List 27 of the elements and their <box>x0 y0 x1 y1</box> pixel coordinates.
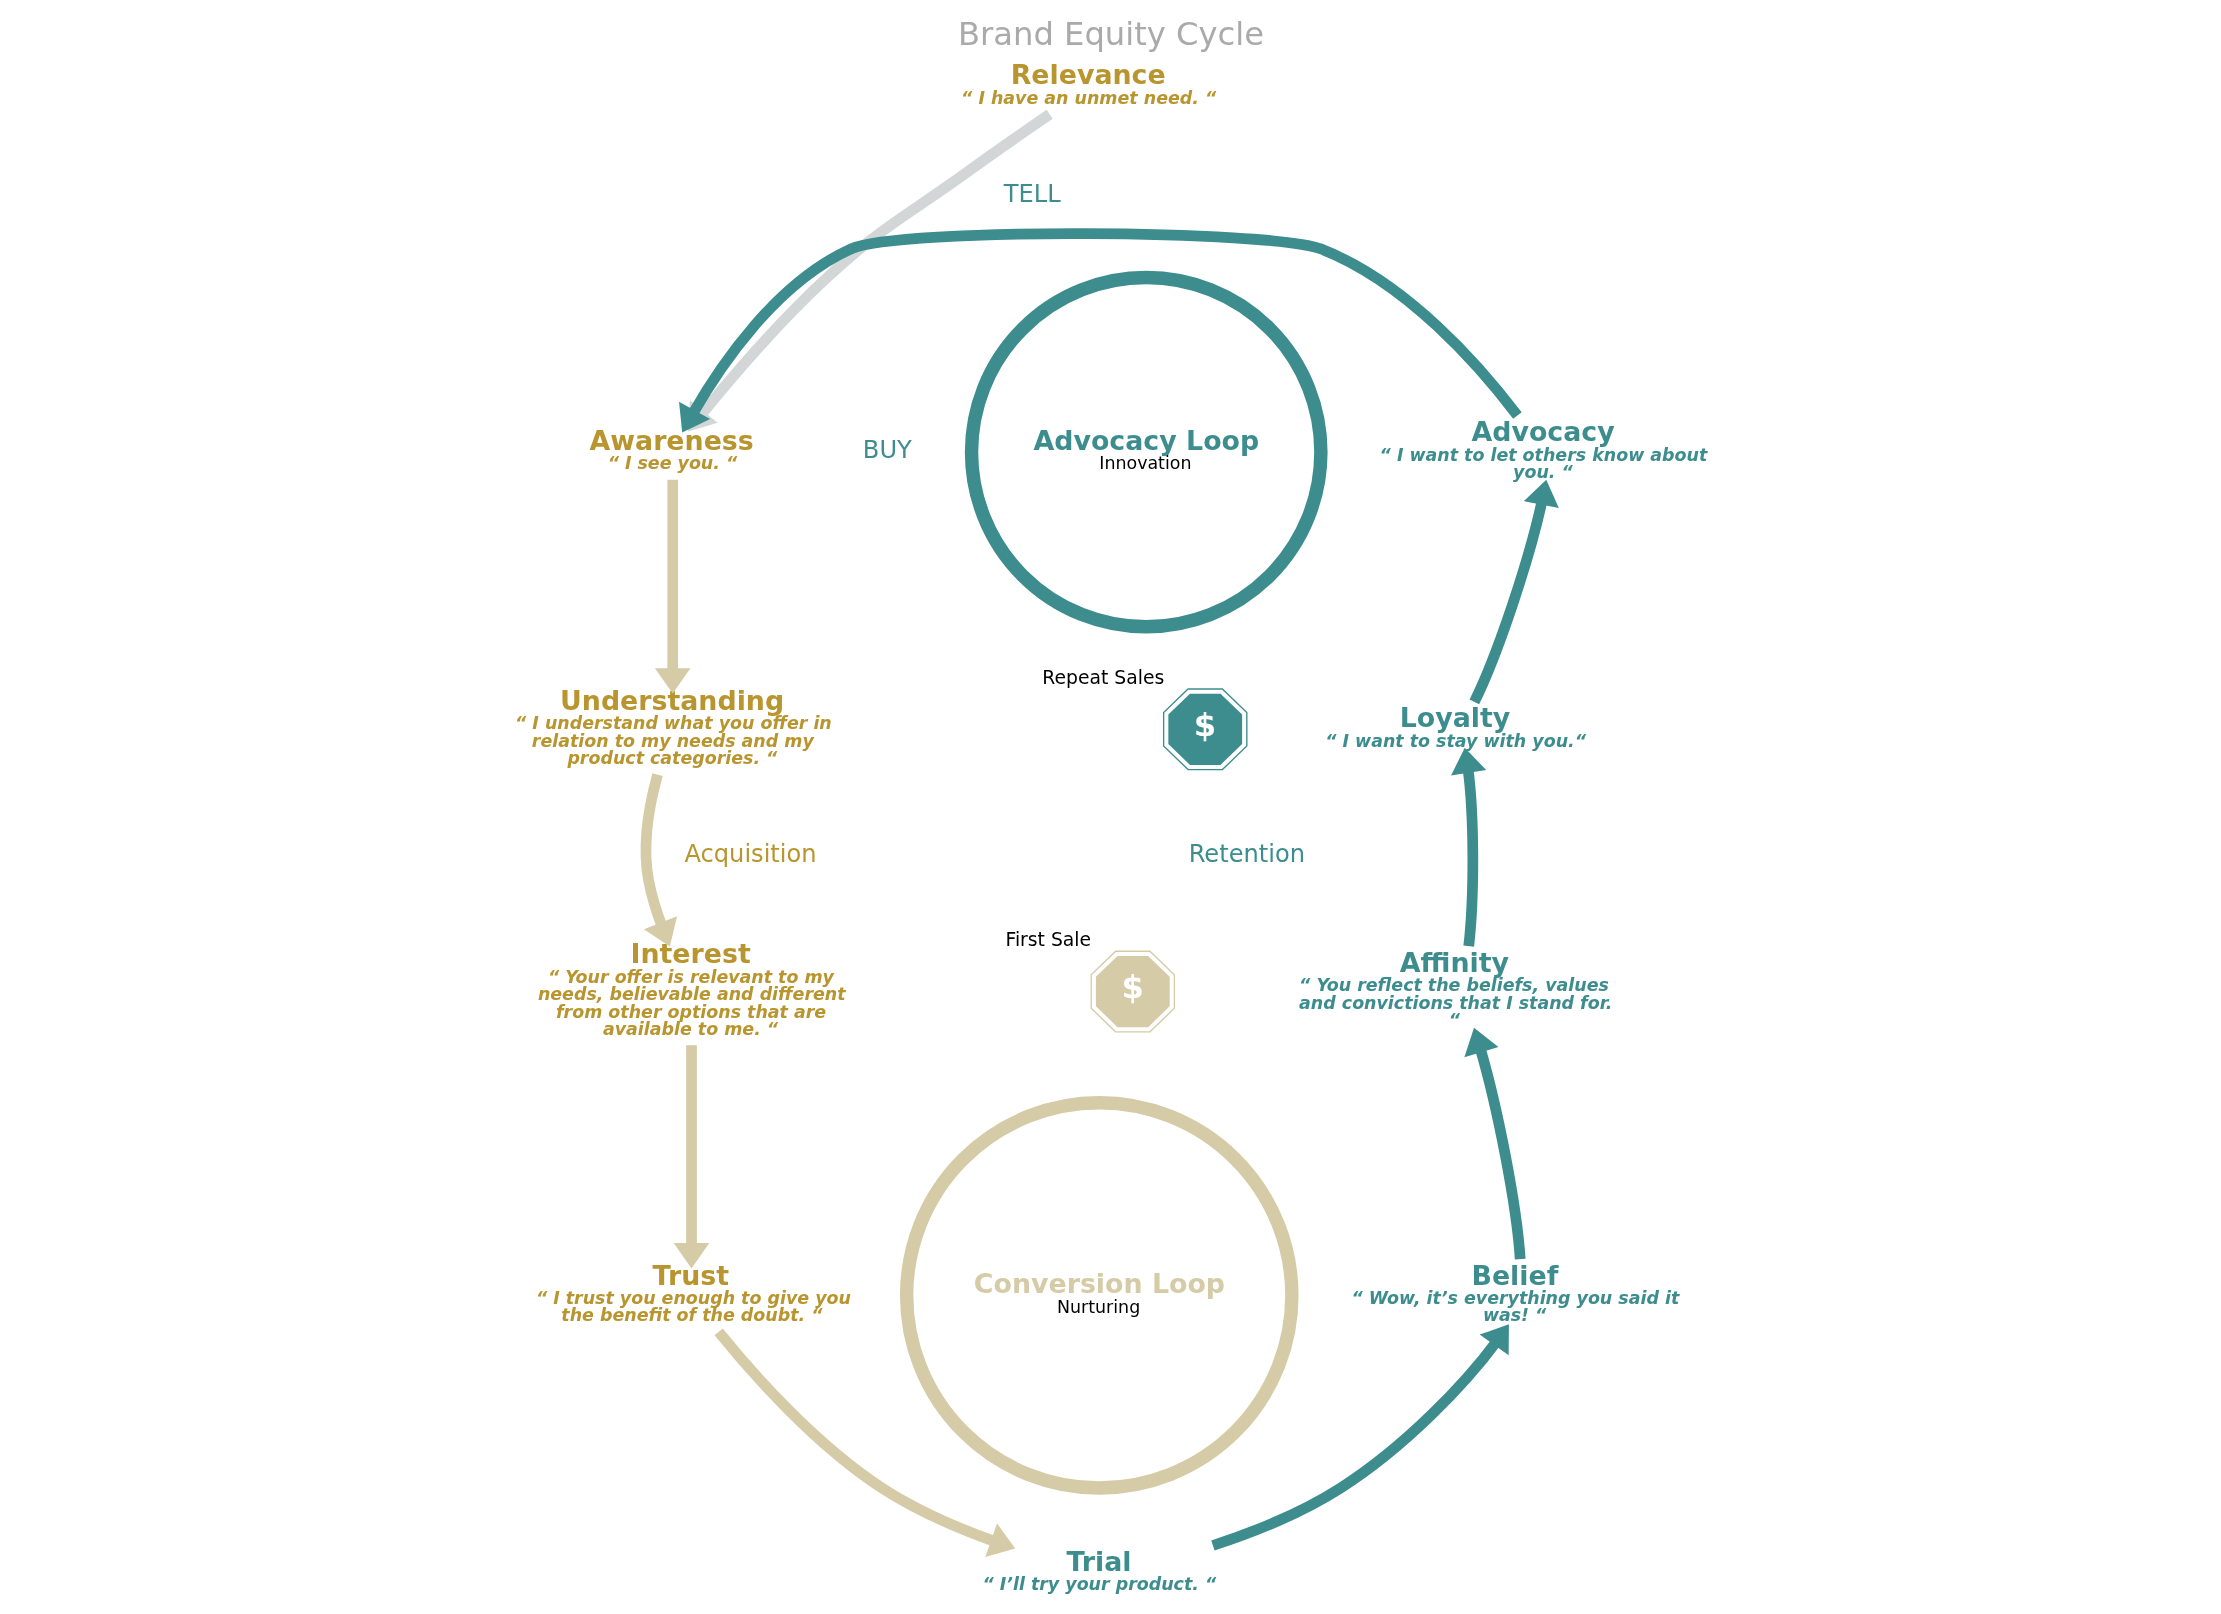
arrow <box>714 1328 1015 1558</box>
node-label: Repeat Sales <box>1041 666 1164 688</box>
node-text: Loyalty “ I want to stay with you.“ <box>1324 702 1586 751</box>
label: BUY <box>862 436 912 465</box>
node-text: Relevance “ I have an unmet need. “ <box>960 59 1216 108</box>
node-text: Belief “ Wow, it’s everything you said it was! “ <box>1350 1259 1679 1326</box>
node-text: Affinity “ You reflect the beliefs, values and convictions that I stand for. “ <box>1298 947 1612 1031</box>
arrow <box>1463 1027 1526 1260</box>
arrow <box>1450 747 1486 947</box>
arrow <box>640 773 677 947</box>
node-text: Interest “ Your offer is relevant to my needs, believable and different from other options that are available to me. “ <box>537 938 846 1039</box>
arrow <box>673 1045 709 1269</box>
arrow <box>1210 1324 1509 1551</box>
label: Acquisition <box>683 839 817 868</box>
node-text: Understanding “ I understand what you offer in relation to my needs and my product categories. “ <box>514 684 832 769</box>
node-text: Advocacy “ I want to let others know about you. “ <box>1379 416 1707 483</box>
node-circle: Conversion Loop Nurturing <box>899 1096 1299 1495</box>
arrow <box>1469 479 1559 705</box>
node-circle: Advocacy Loop Innovation <box>964 270 1328 634</box>
diagram-title: Brand Equity Cycle <box>957 14 1264 53</box>
node-label: First Sale <box>1004 929 1091 951</box>
arrow <box>654 479 691 694</box>
label: TELL <box>1003 179 1061 208</box>
label: Retention <box>1188 839 1305 868</box>
node-text: Trust “ I trust you enough to give you the benefit of the doubt. “ <box>535 1259 851 1326</box>
node-text: Trial “ I’ll try your product. “ <box>982 1546 1216 1595</box>
node-text: Awareness “ I see you. “ <box>589 425 754 474</box>
